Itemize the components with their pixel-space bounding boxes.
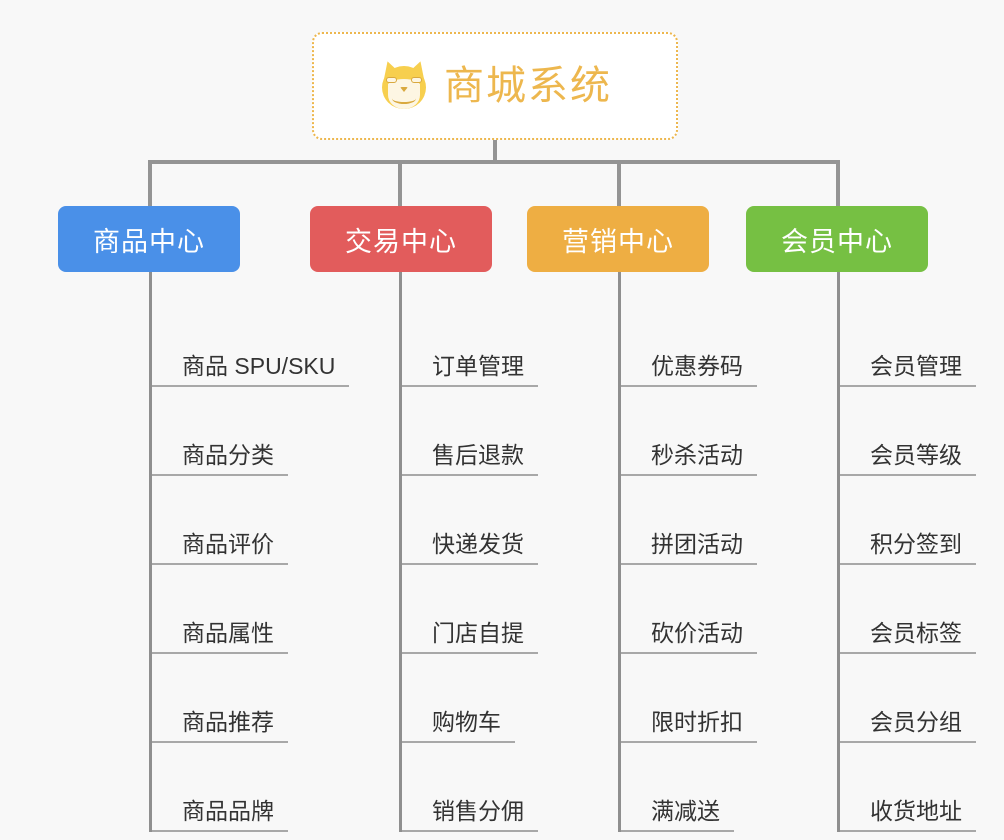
category-header-4[interactable]: 会员中心 bbox=[746, 206, 928, 272]
leaf-list-4: 会员管理会员等级积分签到会员标签会员分组收货地址 bbox=[837, 298, 976, 832]
connector-drop-1 bbox=[148, 160, 152, 206]
leaf-item-label: 门店自提 bbox=[402, 620, 538, 654]
leaf-item-label: 砍价活动 bbox=[621, 620, 757, 654]
connector-horizontal-bus bbox=[148, 160, 840, 164]
leaf-item[interactable]: 会员管理 bbox=[840, 298, 976, 387]
category-column-1: 商品中心商品 SPU/SKU 商品分类商品评价商品属性商品推荐商品品牌 bbox=[58, 206, 350, 832]
category-stub-2 bbox=[399, 272, 402, 298]
leaf-item-label: 商品 SPU/SKU bbox=[152, 353, 350, 387]
leaf-item[interactable]: 门店自提 bbox=[402, 565, 538, 654]
leaf-item-label: 限时折扣 bbox=[621, 709, 757, 743]
leaf-list-3: 优惠券码秒杀活动拼团活动砍价活动限时折扣满减送 bbox=[618, 298, 757, 832]
category-column-4: 会员中心会员管理会员等级积分签到会员标签会员分组收货地址 bbox=[746, 206, 976, 832]
leaf-item[interactable]: 商品推荐 bbox=[152, 654, 288, 743]
leaf-item-label: 订单管理 bbox=[402, 353, 538, 387]
leaf-item[interactable]: 销售分佣 bbox=[402, 743, 538, 832]
leaf-item-label: 会员等级 bbox=[840, 442, 976, 476]
category-stub-3 bbox=[618, 272, 621, 298]
root-title: 商城系统 bbox=[444, 64, 612, 108]
category-header-1[interactable]: 商品中心 bbox=[58, 206, 240, 272]
shiba-dog-face-icon bbox=[378, 58, 430, 112]
leaf-item-label: 满减送 bbox=[621, 798, 734, 832]
leaf-item-label: 商品品牌 bbox=[152, 798, 288, 832]
category-column-3: 营销中心优惠券码秒杀活动拼团活动砍价活动限时折扣满减送 bbox=[527, 206, 757, 832]
leaf-item[interactable]: 满减送 bbox=[621, 743, 734, 832]
leaf-item-label: 快递发货 bbox=[402, 531, 538, 565]
connector-drop-4 bbox=[836, 160, 840, 206]
leaf-item-label: 优惠券码 bbox=[621, 353, 757, 387]
category-stub-4 bbox=[837, 272, 840, 298]
root-node[interactable]: 商城系统 bbox=[312, 32, 678, 140]
leaf-item[interactable]: 订单管理 bbox=[402, 298, 538, 387]
leaf-item[interactable]: 商品品牌 bbox=[152, 743, 288, 832]
leaf-item-label: 会员标签 bbox=[840, 620, 976, 654]
leaf-item[interactable]: 商品分类 bbox=[152, 387, 288, 476]
leaf-item[interactable]: 秒杀活动 bbox=[621, 387, 757, 476]
leaf-item-label: 会员分组 bbox=[840, 709, 976, 743]
leaf-item-label: 销售分佣 bbox=[402, 798, 538, 832]
connector-root-stem bbox=[493, 140, 497, 164]
leaf-list-1: 商品 SPU/SKU 商品分类商品评价商品属性商品推荐商品品牌 bbox=[149, 298, 350, 832]
leaf-item[interactable]: 商品属性 bbox=[152, 565, 288, 654]
leaf-item[interactable]: 优惠券码 bbox=[621, 298, 757, 387]
leaf-item[interactable]: 会员标签 bbox=[840, 565, 976, 654]
leaf-item[interactable]: 商品评价 bbox=[152, 476, 288, 565]
leaf-item-label: 秒杀活动 bbox=[621, 442, 757, 476]
leaf-item-label: 商品分类 bbox=[152, 442, 288, 476]
leaf-item[interactable]: 购物车 bbox=[402, 654, 515, 743]
connector-drop-2 bbox=[398, 160, 402, 206]
leaf-item-label: 收货地址 bbox=[840, 798, 976, 832]
leaf-item-label: 售后退款 bbox=[402, 442, 538, 476]
leaf-item-label: 会员管理 bbox=[840, 353, 976, 387]
leaf-item[interactable]: 收货地址 bbox=[840, 743, 976, 832]
connector-drop-3 bbox=[617, 160, 621, 206]
leaf-item-label: 积分签到 bbox=[840, 531, 976, 565]
category-header-2[interactable]: 交易中心 bbox=[310, 206, 492, 272]
leaf-item-label: 商品评价 bbox=[152, 531, 288, 565]
leaf-list-2: 订单管理售后退款快递发货门店自提购物车销售分佣 bbox=[399, 298, 538, 832]
category-column-2: 交易中心订单管理售后退款快递发货门店自提购物车销售分佣 bbox=[310, 206, 538, 832]
leaf-item[interactable]: 拼团活动 bbox=[621, 476, 757, 565]
leaf-item[interactable]: 售后退款 bbox=[402, 387, 538, 476]
category-stub-1 bbox=[149, 272, 152, 298]
leaf-item[interactable]: 快递发货 bbox=[402, 476, 538, 565]
leaf-item-label: 购物车 bbox=[402, 709, 515, 743]
leaf-item-label: 商品属性 bbox=[152, 620, 288, 654]
category-header-3[interactable]: 营销中心 bbox=[527, 206, 709, 272]
leaf-item[interactable]: 积分签到 bbox=[840, 476, 976, 565]
leaf-item[interactable]: 会员分组 bbox=[840, 654, 976, 743]
leaf-item[interactable]: 商品 SPU/SKU bbox=[152, 298, 350, 387]
leaf-item[interactable]: 砍价活动 bbox=[621, 565, 757, 654]
leaf-item[interactable]: 限时折扣 bbox=[621, 654, 757, 743]
leaf-item-label: 拼团活动 bbox=[621, 531, 757, 565]
leaf-item-label: 商品推荐 bbox=[152, 709, 288, 743]
leaf-item[interactable]: 会员等级 bbox=[840, 387, 976, 476]
